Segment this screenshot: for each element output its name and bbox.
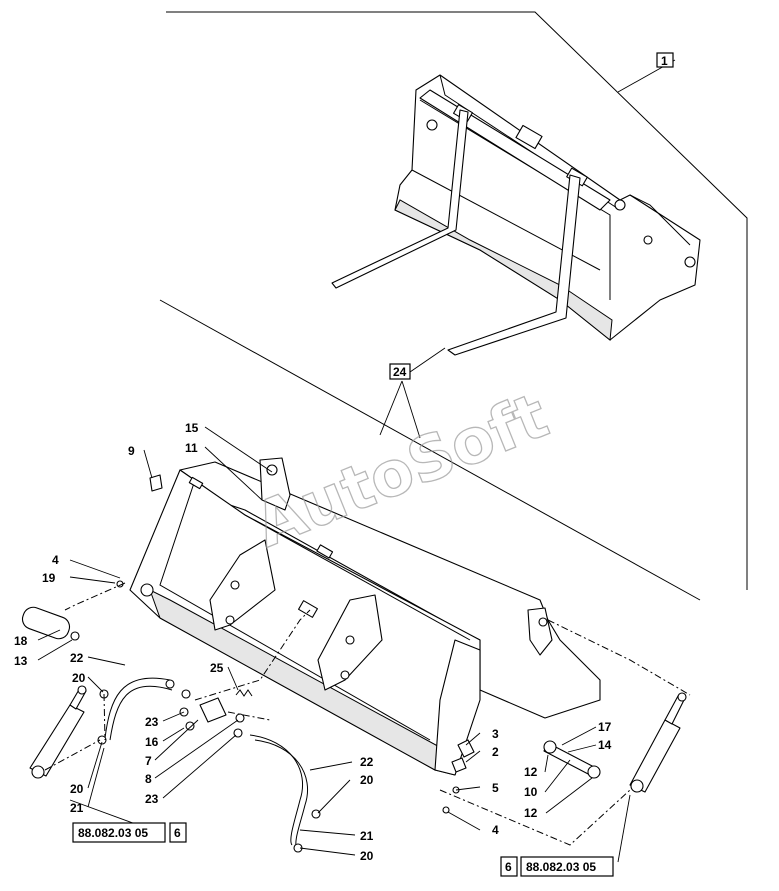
callout-labels: 15 11 9 4 19 18 13 22 20 25 23 16 7 8 23… <box>14 421 612 863</box>
callout-3: 3 <box>492 727 499 741</box>
callout-21-left: 21 <box>70 801 84 815</box>
callout-5: 5 <box>492 781 499 795</box>
callout-8: 8 <box>145 772 152 786</box>
callout-20-top: 20 <box>72 671 86 685</box>
hydraulic-routing-lines <box>44 582 691 846</box>
callout-15: 15 <box>185 421 199 435</box>
callout-22-right: 22 <box>360 755 374 769</box>
callout-16: 16 <box>145 735 159 749</box>
ref-right-num[interactable]: 6 <box>505 860 512 874</box>
callout-13: 13 <box>14 654 28 668</box>
callout-20-bottom: 20 <box>360 849 374 863</box>
ref-box-left-num[interactable] <box>169 822 187 843</box>
main-bucket-assembly <box>129 457 601 776</box>
fork-bucket-assembly <box>331 74 701 356</box>
ref-box-left[interactable] <box>72 822 166 843</box>
callout-1: 1 <box>661 54 668 68</box>
callout-19: 19 <box>42 571 56 585</box>
callout-21-right: 21 <box>360 829 374 843</box>
ref-right-text[interactable]: 88.082.03 05 <box>526 860 596 874</box>
callout-box-1 <box>656 52 674 68</box>
callout-7: 7 <box>145 754 152 768</box>
callout-4-bottom: 4 <box>492 823 499 837</box>
callout-25: 25 <box>210 661 224 675</box>
callout-17: 17 <box>598 720 612 734</box>
callout-10: 10 <box>524 785 538 799</box>
ref-box-right-num[interactable] <box>500 856 518 877</box>
callout-23-a: 23 <box>145 715 159 729</box>
callout-4-top: 4 <box>52 553 59 567</box>
callout-24: 24 <box>393 365 407 379</box>
callout-2: 2 <box>492 745 499 759</box>
callout-18: 18 <box>14 634 28 648</box>
callout-12-b: 12 <box>524 806 538 820</box>
callout-20-right: 20 <box>360 773 374 787</box>
callout-20-left: 20 <box>70 782 84 796</box>
callout-14: 14 <box>598 738 612 752</box>
ref-left-text[interactable]: 88.082.03 05 <box>78 826 148 840</box>
ref-left-num[interactable]: 6 <box>174 826 181 840</box>
callout-11: 11 <box>185 441 198 455</box>
callout-23-b: 23 <box>145 792 159 806</box>
hydraulic-components <box>21 474 687 853</box>
callout-9: 9 <box>128 444 135 458</box>
section-divider-lines <box>159 11 748 601</box>
watermark-text: AutoSoft <box>245 378 558 561</box>
ref-box-right[interactable] <box>520 856 614 877</box>
callout-box-24 <box>389 363 411 380</box>
callout-22-top: 22 <box>70 651 84 665</box>
callout-12-a: 12 <box>524 765 538 779</box>
leader-lines <box>37 59 676 863</box>
